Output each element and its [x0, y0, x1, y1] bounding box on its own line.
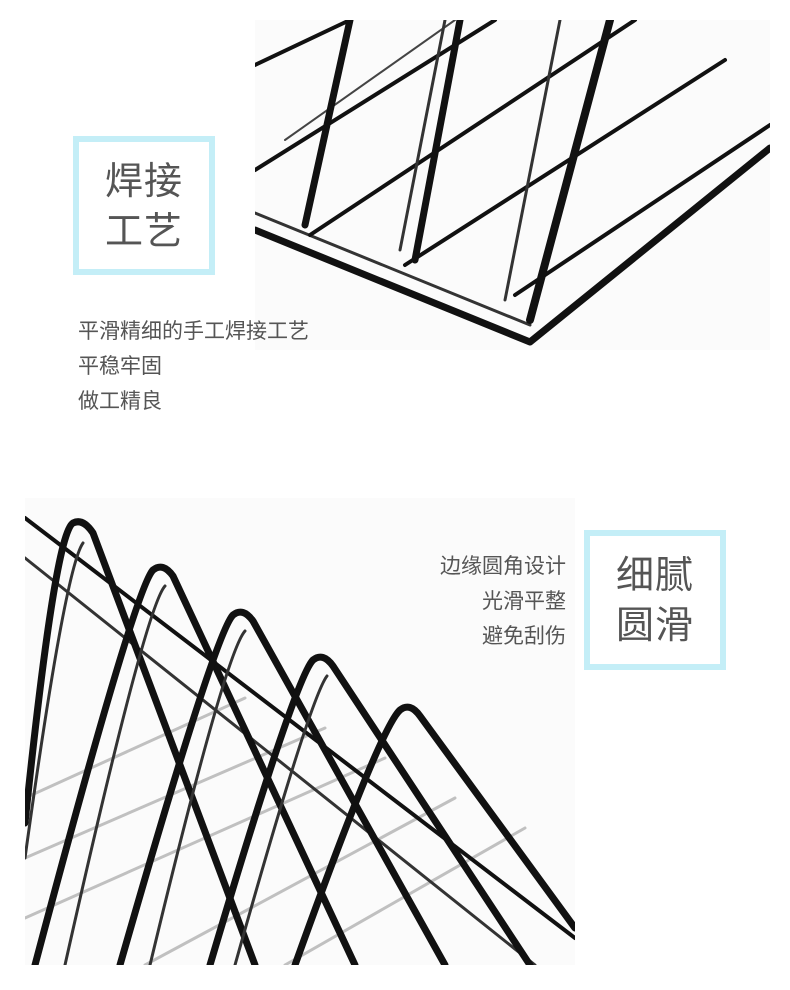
badge-title-line: 工艺: [104, 208, 183, 253]
smooth-description: 边缘圆角设计 光滑平整 避免刮伤: [440, 549, 566, 654]
welding-craft-badge: 焊接 工艺: [73, 136, 215, 275]
badge-title-line: 圆滑: [615, 603, 694, 647]
description-line: 避免刮伤: [482, 624, 566, 648]
description-line: 平稳牢固: [78, 354, 162, 378]
badge-title-line: 焊接: [104, 158, 183, 203]
wire-rack-closeup-image: [255, 20, 770, 346]
badge-title-line: 细腻: [615, 553, 694, 597]
welded-wire-rack-photo: [255, 20, 770, 350]
wire-rack-closeup-image: [25, 516, 575, 965]
description-line: 光滑平整: [482, 589, 566, 613]
description-line: 做工精良: [78, 389, 162, 413]
welding-description: 平滑精细的手工焊接工艺 平稳牢固 做工精良: [78, 314, 309, 419]
description-line: 边缘圆角设计: [440, 554, 566, 578]
rounded-wire-rack-photo: [25, 498, 575, 965]
description-line: 平滑精细的手工焊接工艺: [78, 319, 309, 343]
smooth-rounded-badge: 细腻 圆滑: [584, 530, 726, 670]
